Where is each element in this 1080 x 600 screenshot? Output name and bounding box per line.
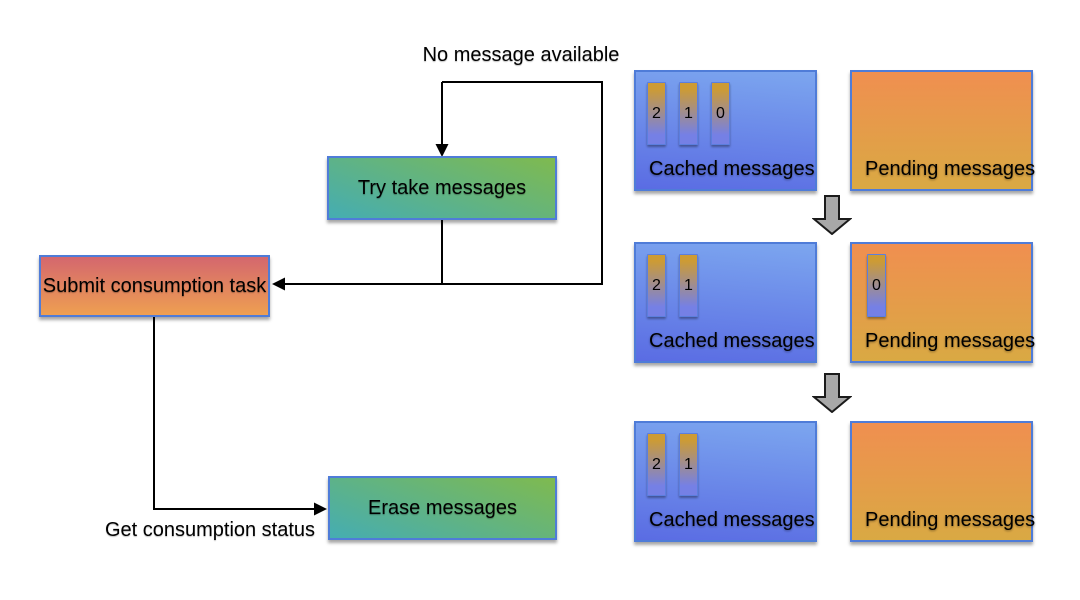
node-try-take-messages-label: Try take messages (357, 176, 527, 199)
message-tile: 1 (679, 82, 698, 145)
pending-messages-box-row3: Pending messages (850, 421, 1036, 542)
message-tile: 1 (679, 433, 698, 496)
pending-messages-box-row1: Pending messages (850, 70, 1036, 191)
cached-messages-label: Cached messages (649, 509, 815, 531)
down-block-arrow-icon (811, 373, 853, 414)
node-submit-consumption-task: Submit consumption task (39, 255, 270, 317)
message-tile: 0 (867, 254, 886, 317)
pending-messages-label: Pending messages (865, 158, 1036, 180)
message-tile: 0 (711, 82, 730, 145)
tile-number: 2 (652, 276, 661, 294)
node-submit-consumption-task-label: Submit consumption task (42, 274, 267, 297)
pending-messages-label: Pending messages (865, 509, 1036, 531)
tile-number: 0 (716, 104, 725, 122)
node-erase-messages: Erase messages (328, 476, 557, 540)
down-block-arrow-icon (811, 195, 853, 236)
get-consumption-status-label: Get consumption status (104, 519, 316, 541)
cached-messages-box-row2: 2 1 Cached messages (634, 242, 817, 363)
cached-messages-box-row1: 2 1 0 Cached messages (634, 70, 817, 191)
arrowhead-into-submit (272, 277, 285, 291)
message-tile: 2 (647, 254, 666, 317)
message-tile: 2 (647, 433, 666, 496)
tile-number: 0 (872, 276, 881, 294)
connector-submit-to-erase (153, 317, 322, 510)
node-erase-messages-label: Erase messages (368, 496, 517, 519)
node-try-take-messages: Try take messages (327, 156, 557, 220)
tile-number: 1 (684, 104, 693, 122)
cached-messages-label: Cached messages (649, 158, 815, 180)
message-tile: 1 (679, 254, 698, 317)
cached-messages-label: Cached messages (649, 330, 815, 352)
tile-number: 2 (652, 104, 661, 122)
no-message-available-label: No message available (422, 44, 620, 66)
tile-number: 2 (652, 455, 661, 473)
arrowhead-into-erase (314, 502, 327, 516)
pending-messages-label: Pending messages (865, 330, 1036, 352)
message-tile: 2 (647, 82, 666, 145)
tile-number: 1 (684, 276, 693, 294)
tile-number: 1 (684, 455, 693, 473)
cached-messages-box-row3: 2 1 Cached messages (634, 421, 817, 542)
pending-messages-box-row2: 0 Pending messages (850, 242, 1036, 363)
